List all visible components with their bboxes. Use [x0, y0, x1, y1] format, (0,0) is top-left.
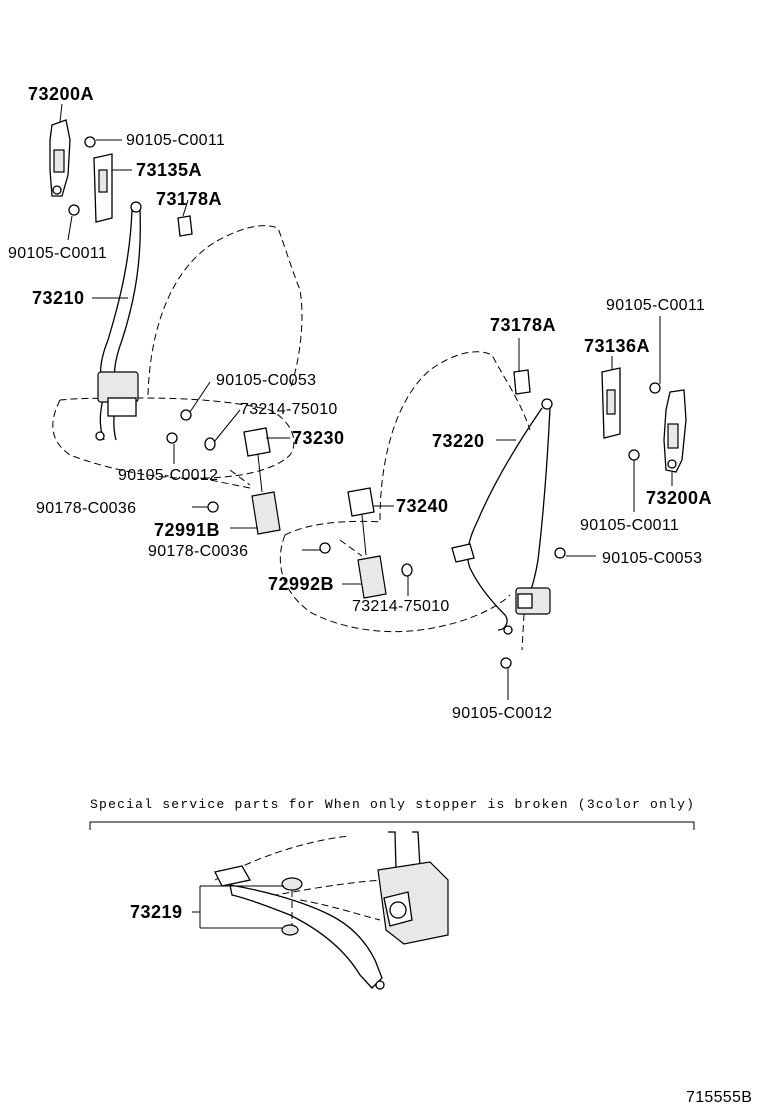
label-90105-C0012-left: 90105-C0012 — [118, 467, 218, 484]
label-90105-C0011-left: 90105-C0011 — [8, 245, 107, 262]
section-bracket — [89, 821, 695, 830]
label-90105-C0053-right: 90105-C0053 — [602, 550, 702, 567]
right-lower-anchor — [503, 625, 513, 635]
left-cover — [93, 153, 113, 223]
right-clip — [513, 369, 531, 395]
left-adjuster-bolt-hole — [52, 185, 62, 195]
stopper-button-bottom — [281, 924, 299, 936]
bolt-icon — [68, 136, 219, 513]
label-73200A-left: 73200A — [28, 84, 94, 104]
label-90178-C0036-left: 90178-C0036 — [36, 500, 136, 517]
left-buckle — [229, 427, 281, 535]
label-72992B: 72992B — [268, 574, 334, 594]
label-73136A: 73136A — [584, 336, 650, 356]
label-73210: 73210 — [32, 288, 85, 308]
label-90178-C0036-mid: 90178-C0036 — [148, 543, 248, 560]
bolt-icon — [319, 382, 661, 669]
label-73178A-left: 73178A — [156, 189, 222, 209]
right-shoulder-anchor — [541, 398, 553, 410]
right-adjuster-slot — [667, 423, 679, 449]
right-retractor-cap — [517, 593, 533, 609]
stopper-bracket — [214, 865, 252, 887]
stopper-belt-webbing — [229, 884, 383, 989]
right-adjuster-bolt-hole — [667, 459, 677, 469]
right-lap-anchor — [451, 543, 475, 563]
left-belt-assembly — [95, 201, 142, 441]
left-adjuster-slot — [53, 149, 65, 173]
left-clip — [177, 215, 193, 237]
label-90105-C0011-right: 90105-C0011 — [580, 517, 679, 534]
label-73219-bracket — [192, 885, 284, 929]
special-service-note: Special service parts for When only stop… — [90, 797, 694, 812]
stopper-detail-illustration — [214, 831, 449, 990]
retractor-reel — [389, 901, 407, 919]
label-73214-75010-mid: 73214-75010 — [352, 598, 450, 615]
label-73214-75010-left: 73214-75010 — [240, 401, 338, 418]
right-height-adjuster — [663, 389, 687, 473]
figure-id: 715555B — [686, 1089, 752, 1106]
right-belt-assembly — [451, 398, 553, 651]
middle-buckle — [339, 487, 387, 599]
right-cover — [601, 367, 621, 439]
label-73230: 73230 — [292, 428, 345, 448]
leader-lines — [59, 103, 673, 700]
right-seat-outline — [279, 351, 531, 633]
label-90105-C0011-top-right: 90105-C0011 — [606, 297, 705, 314]
left-lower-anchor — [95, 431, 105, 441]
label-90105-C0011-top-left: 90105-C0011 — [126, 132, 225, 149]
label-90105-C0012-bottom: 90105-C0012 — [452, 705, 552, 722]
label-72991B: 72991B — [154, 520, 220, 540]
left-height-adjuster — [49, 119, 71, 197]
anchor-bolt-hole — [375, 980, 385, 990]
left-shoulder-anchor — [130, 201, 142, 213]
label-73135A: 73135A — [136, 160, 202, 180]
label-73178A-right: 73178A — [490, 315, 556, 335]
label-73220: 73220 — [432, 431, 485, 451]
left-cover-slot — [98, 169, 108, 193]
stopper-button-top — [281, 877, 303, 891]
right-cover-slot — [606, 389, 616, 415]
left-seat-outline — [52, 225, 303, 489]
label-73200A-right: 73200A — [646, 488, 712, 508]
label-73219: 73219 — [130, 902, 183, 922]
left-retractor-base — [107, 397, 137, 417]
label-90105-C0053-left: 90105-C0053 — [216, 372, 316, 389]
label-73240: 73240 — [396, 496, 449, 516]
